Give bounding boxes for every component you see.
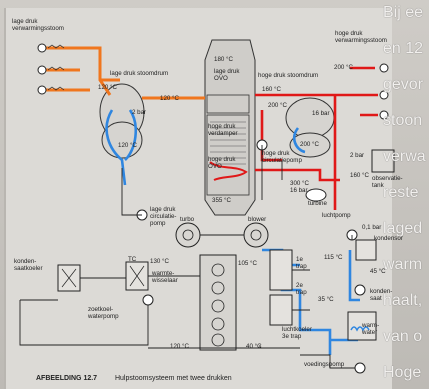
hp-drum-label: hoge druk stoomdrum — [258, 72, 319, 79]
tc-label: TC — [128, 256, 137, 263]
boiler-coils — [210, 121, 246, 165]
feed-pump-label: voedingspomp — [304, 361, 345, 368]
hp-drum — [285, 97, 335, 139]
air-pump-label: luchtpomp — [322, 212, 351, 219]
lp-ovo-bank — [206, 94, 250, 114]
temp-200-b: 200 °C — [300, 141, 319, 148]
warm-water-label: warm- water — [362, 322, 380, 336]
condensate-cooler-label: konden- saatkoeler — [14, 258, 43, 272]
lp-heating-steam-label: lage druk verwarmingsstoom — [12, 18, 64, 32]
temp-130: 130 °C — [150, 258, 169, 265]
temp-45: 45 °C — [370, 268, 386, 275]
lp-circ-pump-label: lage druk circulatie- pomp — [150, 206, 177, 227]
heat-exchanger-label: warmte- wisselaar — [152, 270, 178, 284]
side-line: en 12 — [383, 40, 424, 57]
hp-evaporator-bank — [206, 114, 250, 196]
side-line: van o — [383, 328, 423, 345]
temp-160-a: 160 °C — [262, 86, 281, 93]
lp-ovo-label: lage druk OVO — [214, 68, 240, 82]
adjacent-page-text: Bij ee en 12 gevor stoon verwa reste lag… — [371, 0, 429, 389]
side-line: laged — [383, 220, 423, 237]
red-marking — [209, 161, 248, 181]
temp-200-a: 200 °C — [268, 102, 287, 109]
stage2-label: 2e trap — [296, 282, 307, 296]
air-cooler-1 — [269, 249, 293, 291]
temp-105: 105 °C — [238, 260, 257, 267]
temp-300: 300 °C 16 bar — [290, 180, 309, 194]
temp-120-a: 120 °C — [98, 84, 117, 91]
side-line: Bij ee — [383, 4, 424, 21]
air-cooler-2 — [269, 294, 293, 326]
condenser-label: kondensor — [374, 235, 403, 242]
side-line: haalt, — [383, 292, 423, 309]
pressure-2bar-b: 2 bar — [350, 152, 365, 159]
lp-drum-label: lage druk stoomdrum — [110, 70, 169, 77]
condenser — [355, 239, 377, 261]
temp-160-b: 160 °C — [350, 172, 369, 179]
temp-120-b: 120 °C — [160, 95, 179, 102]
consumer-coils — [47, 44, 65, 91]
pressure-01bar: 0,1 bar — [362, 224, 382, 231]
lp-steam-lines — [45, 46, 205, 100]
hp-ovo-label: hoge druk OVO — [208, 156, 236, 170]
side-line: verwa — [383, 148, 426, 165]
figure-number: AFBEELDING 12.7 — [36, 375, 98, 382]
temp-180: 180 °C — [214, 56, 233, 63]
turbine — [305, 188, 327, 202]
blower-label: blower — [248, 216, 267, 223]
blower — [243, 222, 269, 248]
hp-circ-pump-label: hoge druk circulatiepomp — [262, 150, 302, 164]
turbine-label: turbine — [308, 200, 327, 207]
temp-200-c: 200 °C — [334, 64, 353, 71]
observation-tank-label: observatie- tank — [372, 175, 403, 189]
stage1-label: 1e trap — [296, 256, 307, 270]
pumps — [136, 139, 366, 374]
lp-consumer-valves — [37, 43, 47, 95]
turbo — [175, 222, 201, 248]
observation-tank — [371, 149, 395, 173]
hp-evaporator-label: hoge druk verdamper — [208, 123, 238, 137]
pressure-16bar: 16 bar — [312, 110, 330, 117]
side-line: reste — [383, 184, 419, 201]
turbo-label: turbo — [180, 216, 195, 223]
side-line: gevor — [383, 76, 424, 93]
figure-caption: AFBEELDING 12.7 Hulpstoomsysteem met twe… — [36, 375, 232, 382]
black-piping — [19, 145, 355, 369]
pressure-2bar: 2 bar — [132, 109, 147, 116]
temp-355: 355 °C — [212, 197, 231, 204]
hot-water-tank — [347, 311, 377, 341]
temp-120-c: 120 °C — [118, 142, 137, 149]
water-lines — [105, 109, 360, 355]
side-line: stoon — [383, 112, 423, 129]
temp-40: 40 °C — [246, 343, 262, 350]
hp-steam-lines — [255, 66, 378, 210]
hp-consumer-valves — [379, 63, 389, 120]
side-line: Hoge — [383, 364, 422, 381]
figure-title: Hulpstoomsysteem met twee drukken — [114, 375, 232, 382]
fresh-water-pump-label: zoetkoel- waterpomp — [88, 306, 119, 320]
air-cooler-label: luchtkoeler 3e trap — [282, 326, 312, 340]
temp-35: 35 °C — [318, 296, 334, 303]
hp-heating-steam-label: hoge druk verwarmingsstoom — [335, 30, 387, 44]
side-line: warm — [383, 256, 423, 273]
temp-120-d: 120 °C — [170, 343, 189, 350]
condensate-label: konden- saat — [370, 288, 393, 302]
engine-block — [199, 254, 237, 351]
temp-115: 115 °C — [324, 254, 343, 261]
